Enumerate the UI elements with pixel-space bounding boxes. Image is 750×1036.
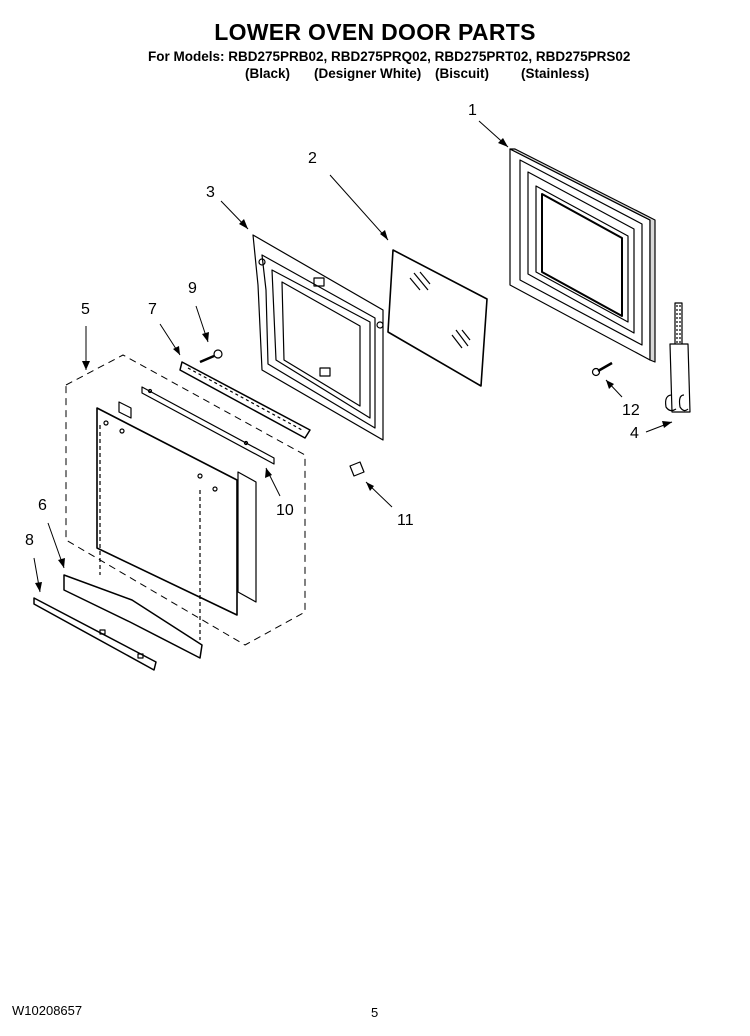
callout-1: 1 bbox=[468, 102, 477, 119]
models-line: For Models: RBD275PRB02, RBD275PRQ02, RB… bbox=[148, 49, 631, 64]
callout-7: 7 bbox=[148, 301, 157, 318]
part-11-clip bbox=[349, 461, 365, 477]
callout-9: 9 bbox=[188, 280, 197, 297]
variant-label-stainless: (Stainless) bbox=[521, 66, 590, 81]
part-1-outer-door-panel bbox=[509, 148, 656, 363]
part-6-handle-trim bbox=[63, 574, 203, 659]
callout-11: 11 bbox=[397, 512, 414, 529]
part-8-bottom-trim bbox=[33, 597, 157, 671]
part-12-screw bbox=[591, 361, 613, 377]
callout-12: 12 bbox=[622, 402, 640, 419]
callout-3: 3 bbox=[206, 184, 215, 201]
arrow-heads bbox=[35, 138, 672, 592]
callout-8: 8 bbox=[25, 532, 34, 549]
page-number: 5 bbox=[371, 1005, 379, 1020]
callout-4: 4 bbox=[630, 425, 639, 442]
part-5-door-glass bbox=[96, 401, 257, 640]
part-4-hinge bbox=[665, 302, 691, 413]
part-9-screw bbox=[199, 349, 223, 364]
part-7-top-trim-bracket bbox=[179, 361, 311, 439]
part-2-glass-panel bbox=[387, 249, 488, 387]
variant-label-designer-white: (Designer White) bbox=[314, 66, 422, 81]
callout-2: 2 bbox=[308, 150, 317, 167]
part-3-inner-door-frame bbox=[252, 234, 384, 441]
part-10-vent-trim bbox=[141, 386, 275, 465]
leader-arrow-2 bbox=[329, 174, 389, 241]
callout-5: 5 bbox=[81, 301, 90, 318]
callout-10: 10 bbox=[276, 502, 294, 519]
callout-6: 6 bbox=[38, 497, 47, 514]
page-title: LOWER OVEN DOOR PARTS bbox=[214, 19, 536, 45]
part-5-assembly-outline bbox=[65, 354, 306, 646]
document-number: W10208657 bbox=[12, 1003, 83, 1018]
variant-label-biscuit: (Biscuit) bbox=[435, 66, 489, 81]
variant-label-black: (Black) bbox=[245, 66, 291, 81]
